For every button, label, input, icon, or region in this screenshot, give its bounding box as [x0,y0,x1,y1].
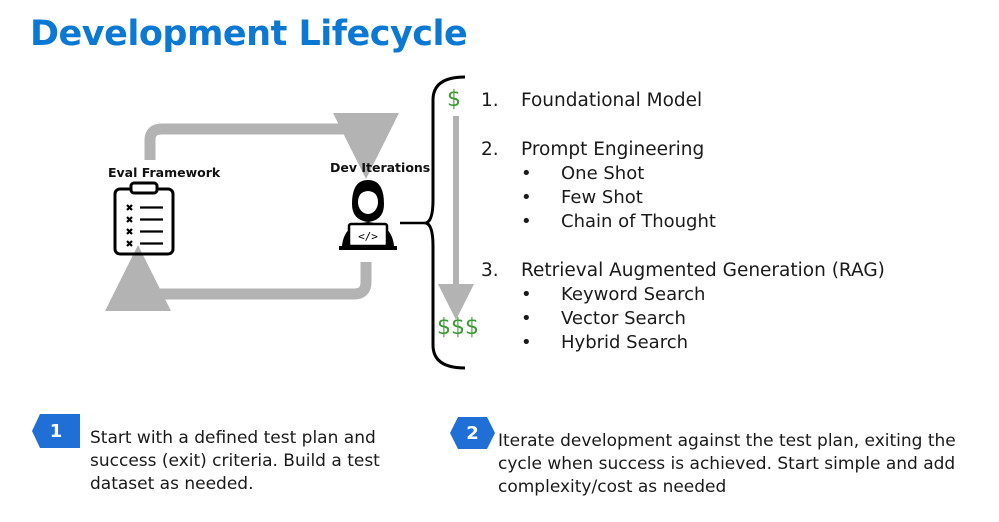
step-2-badge: 2 [466,422,479,444]
curly-brace [420,75,466,370]
dev-iterations-label: Dev Iterations [330,160,431,175]
clipboard-checklist-icon [113,181,175,256]
top-cycle-arrow [144,113,399,179]
svg-text:</>: </> [358,230,378,243]
eval-framework-label: Eval Framework [108,165,221,180]
step-2-badge-shape [450,417,495,449]
step-2-text: Iterate development against the test pla… [498,431,956,497]
step-1-text: Start with a defined test plan and succe… [90,428,380,494]
page-title: Development Lifecycle [30,14,468,54]
developer-laptop-icon: </> [339,180,397,250]
bottom-cycle-arrow [105,245,372,311]
step-1-badge: 1 [49,420,63,442]
step-1-badge-shape [32,414,80,448]
high-cost-label: $$$ [437,315,479,340]
low-cost-label: $ [447,87,461,112]
